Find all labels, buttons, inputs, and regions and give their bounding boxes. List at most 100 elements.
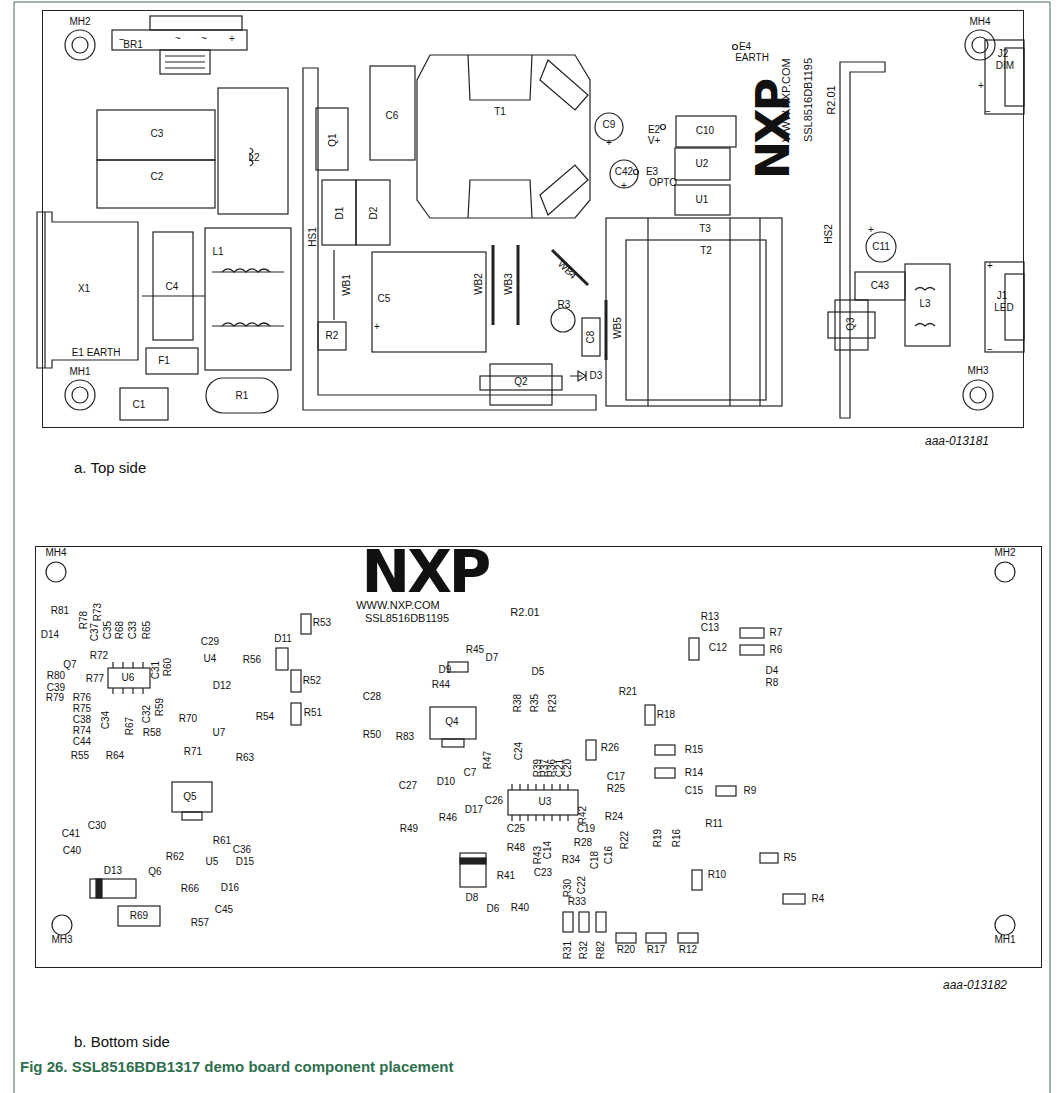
component-designator: WB2 [474, 273, 484, 295]
component-designator: R8 [766, 678, 779, 688]
component-designator: R20 [617, 945, 635, 955]
component-designator: EARTH [735, 53, 769, 63]
component-designator: R35 [530, 694, 540, 712]
component-designator: D3 [590, 371, 603, 381]
component-designator: C6 [386, 111, 399, 121]
component-designator: F1 [158, 356, 170, 366]
side-heading: a. Top side [74, 459, 146, 476]
component-designator: C29 [201, 637, 219, 647]
component-designator: R82 [596, 941, 606, 959]
component-designator: C13 [701, 623, 719, 633]
component-designator: SSL8516DB1195 [365, 613, 449, 624]
component-designator: R41 [497, 871, 515, 881]
component-designator: R15 [685, 745, 703, 755]
component-designator: R48 [507, 843, 525, 853]
component-designator: R37 [540, 759, 550, 777]
component-designator: R22 [620, 831, 630, 849]
component-designator: MH3 [967, 366, 988, 376]
component-designator: U6 [122, 673, 135, 683]
component-designator: R60 [163, 658, 173, 676]
component-designator: R75 [73, 704, 91, 714]
component-designator: WWW.NXP.COM [356, 600, 440, 611]
component-designator: C22 [577, 876, 587, 894]
component-designator: C42 [615, 167, 633, 177]
figure-caption: Fig 26. SSL8516BDB1317 demo board compon… [20, 1058, 453, 1075]
component-designator: BR1 [123, 40, 142, 50]
component-designator: R72 [90, 651, 108, 661]
component-designator: L3 [919, 299, 930, 309]
component-designator: D10 [437, 777, 455, 787]
component-designator: C37 [90, 623, 100, 641]
component-designator: X1 [78, 284, 90, 294]
component-designator: R50 [363, 730, 381, 740]
component-designator: R63 [236, 753, 254, 763]
component-designator: Q7 [63, 660, 76, 670]
component-designator: T1 [494, 107, 506, 117]
component-designator: R24 [605, 812, 623, 822]
component-designator: C40 [63, 846, 81, 856]
component-designator: D9 [439, 665, 452, 675]
component-designator: R38 [513, 694, 523, 712]
component-designator: MH1 [69, 367, 90, 377]
component-designator: D7 [486, 653, 499, 663]
component-designator: U3 [539, 797, 552, 807]
component-designator: D14 [41, 630, 59, 640]
component-designator: R74 [73, 726, 91, 736]
component-designator: C11 [872, 242, 890, 252]
component-designator: R65 [142, 621, 152, 639]
component-designator: R18 [657, 710, 675, 720]
component-designator: D16 [221, 883, 239, 893]
component-designator: − [985, 107, 991, 117]
component-designator: MH2 [69, 17, 90, 27]
component-designator: R51 [304, 708, 322, 718]
component-designator: C9 [603, 120, 616, 130]
component-designator: R7 [770, 628, 783, 638]
component-designator: J2 [998, 49, 1009, 59]
component-designator: R21 [619, 687, 637, 697]
component-designator: OPTO [649, 178, 677, 188]
component-designator: + [374, 322, 380, 332]
component-designator: R13 [701, 612, 719, 622]
component-designator: C41 [62, 829, 80, 839]
component-designator: C43 [871, 281, 889, 291]
component-designator: R28 [574, 838, 592, 848]
component-designator: MH4 [45, 548, 66, 558]
component-designator: C28 [363, 692, 381, 702]
component-designator: R2 [326, 331, 339, 341]
figure-id: aaa-013181 [925, 435, 989, 447]
component-designator: C14 [543, 841, 553, 859]
component-designator: C25 [507, 824, 525, 834]
component-designator: MH2 [994, 548, 1015, 558]
component-designator: R79 [46, 693, 64, 703]
component-designator: D15 [236, 857, 254, 867]
component-designator: D2 [369, 207, 379, 220]
component-designator: D17 [465, 805, 483, 815]
component-designator: R42 [578, 806, 588, 824]
component-designator: R71 [184, 747, 202, 757]
component-designator: C31 [151, 661, 161, 679]
component-designator: − [987, 345, 993, 355]
component-designator: R12 [679, 945, 697, 955]
component-designator: D13 [104, 866, 122, 876]
board-outline: b. Bottom side [35, 546, 1042, 968]
component-designator: WB3 [504, 273, 514, 295]
component-designator: R2.01 [510, 607, 539, 618]
component-designator: C8 [586, 331, 596, 344]
component-designator: C2 [151, 172, 164, 182]
component-designator: + [229, 34, 235, 44]
component-designator: C45 [215, 905, 233, 915]
component-designator: R45 [466, 645, 484, 655]
component-designator: D12 [213, 681, 231, 691]
side-heading: b. Bottom side [74, 1033, 170, 1050]
component-designator: C1 [133, 400, 146, 410]
logo-text: NXP [362, 543, 489, 601]
component-designator: − [119, 35, 125, 45]
component-designator: C38 [73, 715, 91, 725]
component-designator: U2 [696, 159, 709, 169]
component-designator: R11 [705, 819, 723, 829]
component-designator: + [621, 181, 627, 191]
component-designator: R14 [685, 768, 703, 778]
component-designator: DIM [996, 61, 1014, 71]
component-designator: + [868, 225, 874, 235]
component-designator: R62 [166, 852, 184, 862]
